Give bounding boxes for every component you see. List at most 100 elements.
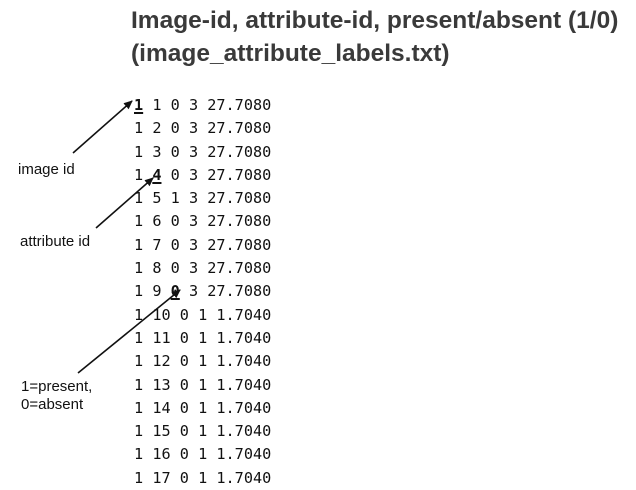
field-attribute-id: 11 <box>152 328 171 347</box>
field-certainty: 1 <box>198 328 208 347</box>
data-line: 1 15 0 1 1.7040 <box>134 420 271 443</box>
field-attribute-id: 9 <box>152 282 162 301</box>
field-attribute-id: 12 <box>152 352 171 371</box>
field-attribute-id: 3 <box>152 142 162 161</box>
data-line: 1 8 0 3 27.7080 <box>134 257 271 280</box>
field-time: 1.7040 <box>216 468 272 487</box>
field-image-id: 1 <box>134 468 144 487</box>
field-time: 27.7080 <box>207 142 272 161</box>
data-line: 1 9 0 3 27.7080 <box>134 280 271 303</box>
attribute-id-label: attribute id <box>20 233 91 250</box>
field-certainty: 1 <box>198 398 208 417</box>
field-is-present: 0 <box>179 375 189 394</box>
field-attribute-id: 7 <box>152 235 162 254</box>
field-is-present: 0 <box>170 235 180 254</box>
data-line: 1 14 0 1 1.7040 <box>134 397 271 420</box>
field-image-id: 1 <box>134 282 144 301</box>
field-certainty: 3 <box>188 189 199 208</box>
field-image-id: 1 <box>134 119 144 138</box>
field-attribute-id: 2 <box>152 119 162 138</box>
field-is-present: 0 <box>179 468 189 487</box>
field-time: 27.7080 <box>207 282 272 301</box>
data-line: 1 11 0 1 1.7040 <box>134 327 271 350</box>
data-line: 1 7 0 3 27.7080 <box>134 234 271 257</box>
data-line: 1 4 0 3 27.7080 <box>134 164 271 187</box>
field-image-id: 1 <box>134 259 144 278</box>
image-id-annotation: image id <box>18 161 75 179</box>
data-line: 1 5 1 3 27.7080 <box>134 187 271 210</box>
field-attribute-id: 15 <box>152 422 171 441</box>
field-is-present: 1 <box>170 189 180 208</box>
field-is-present: 0 <box>170 119 180 138</box>
data-line: 1 1 0 3 27.7080 <box>134 94 271 117</box>
field-certainty: 1 <box>198 468 208 487</box>
data-line: 1 2 0 3 27.7080 <box>134 117 271 140</box>
field-time: 1.7040 <box>216 305 272 324</box>
title-line-2: (image_attribute_labels.txt) <box>131 40 450 67</box>
field-time: 1.7040 <box>216 352 272 371</box>
field-image-id: 1 <box>134 165 144 184</box>
field-attribute-id: 13 <box>152 375 171 394</box>
field-attribute-id: 4 <box>152 165 162 184</box>
field-attribute-id: 1 <box>152 96 162 114</box>
field-image-id: 1 <box>134 96 144 114</box>
field-attribute-id: 17 <box>152 468 171 487</box>
field-is-present: 0 <box>170 142 180 161</box>
data-line: 1 3 0 3 27.7080 <box>134 141 271 164</box>
field-is-present: 0 <box>170 259 180 278</box>
field-is-present: 0 <box>170 282 180 301</box>
image-id-arrow <box>72 100 133 154</box>
field-is-present: 0 <box>179 422 189 441</box>
field-attribute-id: 6 <box>152 212 162 231</box>
field-image-id: 1 <box>134 328 144 347</box>
field-time: 27.7080 <box>207 235 272 254</box>
field-is-present: 0 <box>179 305 189 324</box>
field-attribute-id: 14 <box>152 398 171 417</box>
field-attribute-id: 5 <box>152 189 162 208</box>
field-time: 1.7040 <box>216 328 272 347</box>
field-is-present: 0 <box>179 398 189 417</box>
field-certainty: 1 <box>198 422 208 441</box>
field-is-present: 0 <box>179 445 189 464</box>
data-line: 1 17 0 1 1.7040 <box>134 467 271 490</box>
field-time: 27.7080 <box>207 189 272 208</box>
field-time: 27.7080 <box>207 212 272 231</box>
field-is-present: 0 <box>179 352 189 371</box>
field-is-present: 0 <box>170 165 180 184</box>
field-image-id: 1 <box>134 212 144 231</box>
field-time: 27.7080 <box>207 119 272 138</box>
field-image-id: 1 <box>134 142 144 161</box>
field-time: 1.7040 <box>216 422 272 441</box>
field-image-id: 1 <box>134 305 144 324</box>
field-time: 27.7080 <box>207 259 272 278</box>
field-is-present: 0 <box>179 328 189 347</box>
field-attribute-id: 8 <box>152 259 162 278</box>
field-image-id: 1 <box>134 235 144 254</box>
field-time: 1.7040 <box>216 445 272 464</box>
field-time: 27.7080 <box>207 165 272 184</box>
attribute-id-annotation: attribute id <box>20 233 90 251</box>
field-certainty: 3 <box>188 212 199 231</box>
data-line: 1 12 0 1 1.7040 <box>134 350 271 373</box>
field-certainty: 1 <box>198 445 208 464</box>
field-certainty: 3 <box>188 235 199 254</box>
field-attribute-id: 16 <box>152 445 171 464</box>
data-line: 1 16 0 1 1.7040 <box>134 443 271 466</box>
field-image-id: 1 <box>134 398 144 417</box>
title-line-1: Image-id, attribute-id, present/absent (… <box>131 7 619 34</box>
field-certainty: 1 <box>198 305 208 324</box>
field-image-id: 1 <box>134 375 144 394</box>
present-absent-annotation: 1=present, 0=absent <box>21 378 92 414</box>
field-is-present: 0 <box>170 96 180 114</box>
field-certainty: 3 <box>188 142 199 161</box>
field-certainty: 3 <box>188 119 199 138</box>
field-time: 27.7080 <box>207 96 272 114</box>
field-certainty: 3 <box>188 282 199 301</box>
image-id-label: image id <box>18 161 75 178</box>
field-attribute-id: 10 <box>152 305 171 324</box>
field-image-id: 1 <box>134 352 144 371</box>
field-time: 1.7040 <box>216 375 272 394</box>
field-certainty: 1 <box>198 352 208 371</box>
